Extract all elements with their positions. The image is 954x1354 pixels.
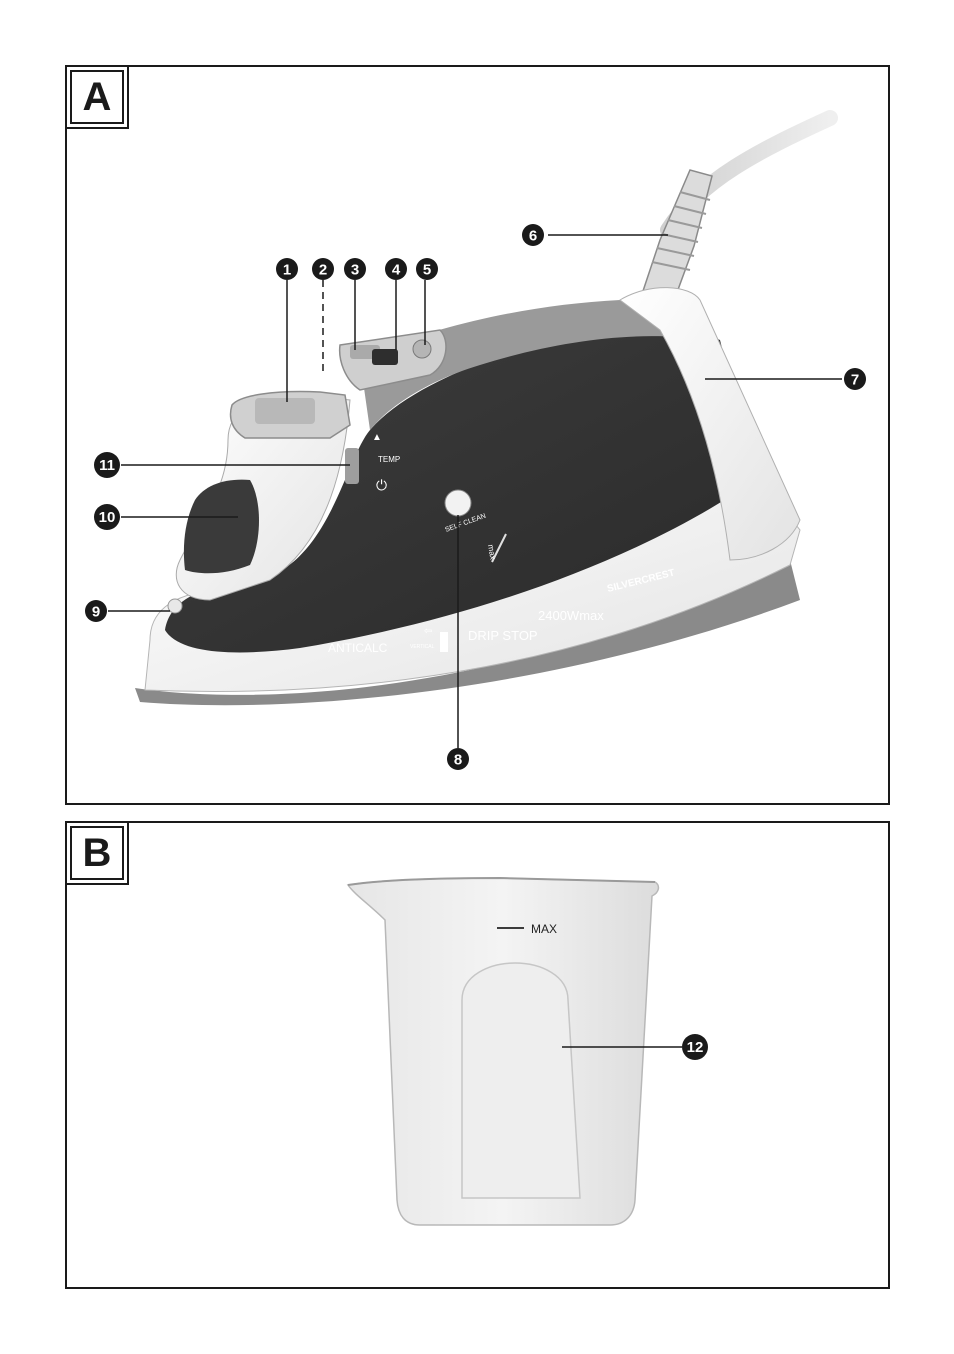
callout-6: 6 [522,224,544,246]
jug-inner-handle-recess [461,962,581,1199]
vertical-steam-icon: ⇦ [424,626,432,637]
power-rating-label: 2400Wmax [538,608,604,623]
svg-text:3: 3 [351,262,359,279]
callout-10: 10 [94,504,120,530]
callout-7: 7 [844,368,866,390]
svg-text:11: 11 [99,457,115,474]
svg-text:7: 7 [851,372,859,389]
self-clean-button [444,489,472,517]
svg-text:9: 9 [92,604,100,621]
max-label: max [486,544,497,560]
svg-text:4: 4 [392,262,401,279]
panel-a-letter: A [82,74,112,119]
panel-b-tag: B [65,821,129,885]
steam-regulator [372,349,398,365]
drip-stop-label: DRIP STOP [468,628,538,643]
steam-iron: ▲ TEMP ⏻ SELF CLEAN max ANTICALC VERTICA… [135,110,838,706]
callout-4: 4 [385,258,407,280]
svg-text:2: 2 [319,262,327,279]
svg-text:1: 1 [283,262,291,279]
temperature-dial [345,448,359,484]
vertical-label: VERTICAL [410,644,435,650]
handle-top [360,299,705,430]
callout-5: 5 [416,258,438,280]
jug-rim [347,876,656,886]
jug-max-label: MAX [531,922,557,936]
panel-a-tag-border [70,70,124,124]
temp-label: TEMP [378,455,400,464]
measuring-jug: MAX [346,876,682,1226]
water-tank-window [183,479,259,574]
callout-lines [108,234,842,748]
spray-button [412,339,432,359]
svg-text:6: 6 [529,228,537,245]
callout-11: 11 [94,452,120,478]
max-level-mark [491,533,507,563]
svg-text:10: 10 [99,509,116,526]
panel-b-tag-border [70,826,124,880]
svg-text:8: 8 [454,752,462,769]
callout-1: 1 [276,258,298,280]
callout-8: 8 [447,748,469,770]
vertical-iron-icon [440,632,448,652]
svg-text:12: 12 [687,1039,704,1056]
svg-text:5: 5 [423,262,431,279]
callout-2: 2 [312,258,334,280]
callout-9: 9 [85,600,107,622]
anticalc-label: ANTICALC [328,641,388,655]
power-symbol-icon: ⏻ [376,477,387,493]
panel-b-letter: B [82,830,112,875]
soleplate [135,560,800,706]
rear-cap [619,287,801,561]
filler-cap-lid [255,398,315,424]
callout-12: 12 [682,1034,708,1060]
temp-arrow-icon: ▲ [372,432,382,443]
panel-a-tag: A [65,65,129,129]
callout-3: 3 [344,258,366,280]
spray-nozzle [167,598,183,614]
